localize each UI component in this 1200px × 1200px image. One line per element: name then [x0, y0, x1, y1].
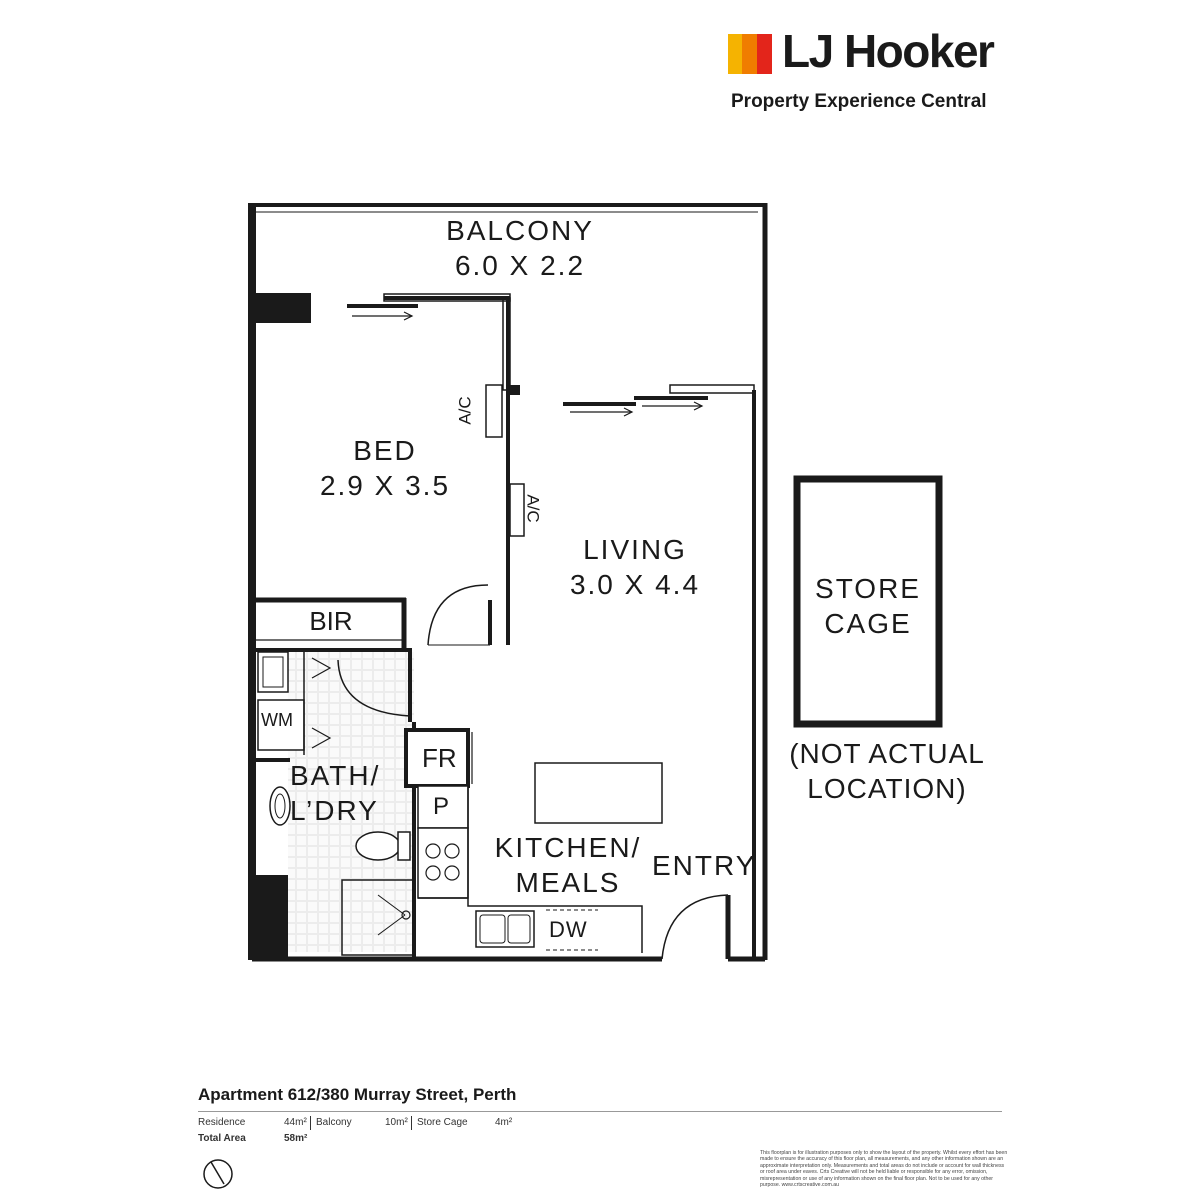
fridge: [404, 728, 470, 788]
room-balcony-name: BALCONY: [446, 215, 594, 246]
room-pantry: P: [433, 793, 450, 820]
room-bed-name: BED: [353, 435, 417, 466]
room-wm: WM: [261, 710, 293, 730]
room-kitchen-line1: KITCHEN/: [494, 832, 642, 863]
washing-machine: [257, 699, 305, 751]
room-bath-line2: L’DRY: [290, 795, 379, 826]
room-dw: DW: [549, 917, 588, 942]
slider-living: [669, 384, 755, 394]
room-bed: BED 2.9 X 3.5: [300, 433, 470, 503]
room-bath: BATH/ L’DRY: [290, 758, 400, 828]
room-fridge: FR: [422, 743, 457, 773]
disclaimer: This floorplan is for illustration purpo…: [760, 1150, 1008, 1189]
room-store-cage: STORE CAGE: [800, 571, 936, 641]
room-living-name: LIVING: [583, 534, 687, 565]
balcony-value: 10m²: [385, 1117, 408, 1128]
pantry: [417, 785, 469, 829]
store-note-line2: LOCATION): [807, 773, 967, 804]
footer-divider: [198, 1111, 1002, 1112]
room-living-dims: 3.0 X 4.4: [569, 569, 701, 600]
room-living: LIVING 3.0 X 4.4: [550, 532, 720, 602]
basin: [269, 786, 291, 826]
store-location-note: (NOT ACTUAL LOCATION): [782, 736, 992, 806]
column-top-left: [256, 293, 311, 323]
room-bir: BIR: [309, 606, 353, 636]
store-cage-value: 4m²: [495, 1117, 513, 1128]
room-kitchen-line2: MEALS: [515, 867, 621, 898]
room-store-line1: STORE: [815, 573, 921, 604]
toilet: [355, 831, 401, 861]
residence-label: Residence: [198, 1117, 246, 1128]
north-compass: [203, 1159, 233, 1189]
residence-value: 44m²: [284, 1117, 307, 1128]
lj-hooker-logo-mark: [728, 34, 772, 74]
balcony-label: Balcony: [316, 1117, 352, 1128]
total-area-label: Total Area: [198, 1133, 246, 1144]
store-cage-label: Store Cage: [417, 1117, 468, 1128]
kitchen-island: [534, 762, 663, 824]
bath-tiles: [288, 652, 414, 952]
room-entry: ENTRY: [652, 850, 757, 881]
ac-unit-bed: [485, 384, 503, 438]
room-balcony: BALCONY 6.0 X 2.2: [420, 213, 620, 283]
store-cage: [793, 475, 943, 728]
ac-unit-living: [509, 483, 525, 537]
room-balcony-dims: 6.0 X 2.2: [454, 250, 586, 281]
bath-door-swing: [337, 659, 411, 717]
room-kitchen: KITCHEN/ MEALS: [488, 830, 648, 900]
label-ac-living: A/C: [523, 494, 543, 523]
property-address: Apartment 612/380 Murray Street, Perth: [198, 1085, 517, 1104]
label-ac-bed: A/C: [455, 396, 475, 425]
brand-name: LJ Hooker: [782, 25, 995, 77]
bed-door-swing: [427, 584, 489, 646]
cooktop: [417, 827, 469, 899]
room-store-line2: CAGE: [824, 608, 912, 639]
total-area-value: 58m²: [284, 1133, 308, 1144]
kitchen-bench: [467, 786, 643, 953]
brand-tagline: Property Experience Central: [731, 91, 987, 112]
store-note-line1: (NOT ACTUAL: [789, 738, 985, 769]
room-bath-line1: BATH/: [290, 760, 381, 791]
entry-door-swing: [661, 894, 729, 960]
room-bed-dims: 2.9 X 3.5: [319, 470, 451, 501]
